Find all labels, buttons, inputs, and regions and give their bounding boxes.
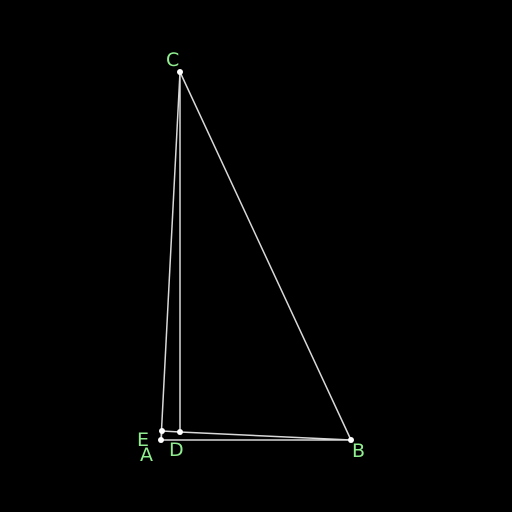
segment-ca — [160, 71, 181, 441]
segment-bc — [179, 71, 352, 441]
label-c: C — [166, 49, 179, 71]
label-a: A — [140, 444, 153, 466]
label-d: D — [169, 439, 184, 461]
segments — [160, 71, 352, 441]
point-c — [177, 69, 183, 75]
point-a — [158, 437, 164, 443]
point-d — [177, 429, 183, 435]
segment-db — [179, 431, 352, 441]
segment-de — [161, 430, 181, 433]
label-e: E — [137, 429, 149, 451]
point-b — [348, 437, 354, 443]
point-e — [159, 428, 165, 434]
label-b: B — [352, 440, 365, 462]
labels: C E A D B — [137, 49, 365, 466]
points — [158, 69, 354, 443]
